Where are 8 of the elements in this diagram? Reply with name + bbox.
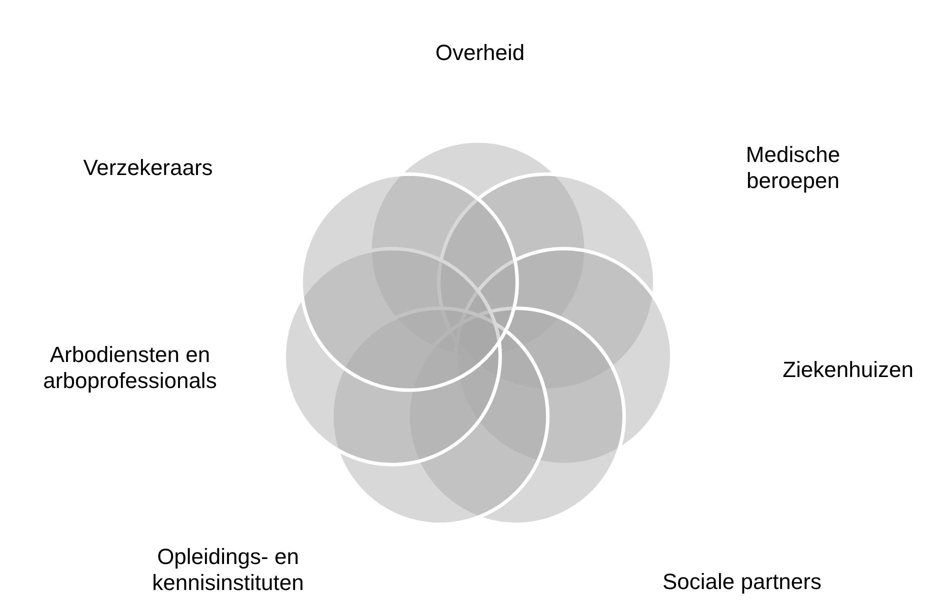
stakeholder-label: Ziekenhuizen	[782, 357, 914, 383]
stakeholder-label: Sociale partners	[662, 569, 822, 595]
stakeholder-label: Arbodiensten en arboprofessionals	[42, 342, 218, 394]
stakeholder-label: Medische beroepen	[744, 142, 842, 194]
stakeholder-label: Opleidings- en kennisinstituten	[151, 544, 305, 596]
stakeholder-label: Verzekeraars	[82, 155, 214, 181]
stakeholder-label: Overheid	[434, 40, 526, 66]
overlapping-circle	[299, 172, 519, 392]
